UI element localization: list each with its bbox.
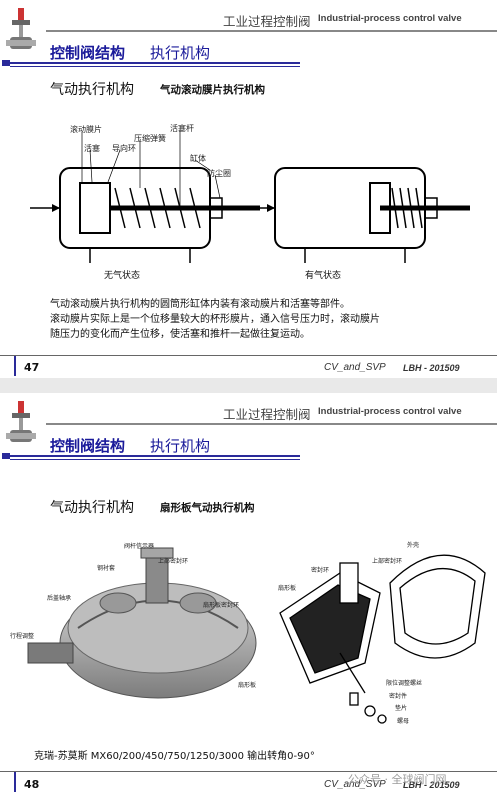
rolling-diaphragm-diagram [30, 130, 470, 263]
section-heading-detail: 扇形板气动执行机构 [160, 502, 255, 514]
title-accent [2, 453, 10, 459]
footer-divider [0, 355, 497, 356]
slide-title-sub: 执行机构 [150, 44, 211, 62]
scotch-yoke-actuator-photo [27, 547, 257, 699]
title-underline [10, 455, 300, 457]
description-line: 滚动膜片实际上是一个位移量较大的杯形膜片，通入信号压力时，滚动膜片 [50, 314, 380, 325]
title-accent [2, 60, 10, 66]
description-line: 随压力的变化而产生位移，使活塞和推杆一起做往复运动。 [50, 329, 310, 340]
label-dust-ring: 防尘圈 [207, 169, 231, 178]
footer-author: LBH - 201509 [403, 363, 460, 373]
label-upper-seal-ring: 上部密封环 [158, 558, 189, 565]
label-plate-seal-ring: 扇形板密封环 [203, 602, 240, 609]
page-number: 47 [24, 361, 40, 374]
slide-48: 工业过程控制阀 Industrial-process control valve… [0, 393, 497, 799]
label-steel-bushing: 钢衬套 [97, 565, 116, 572]
description-line: 气动滚动膜片执行机构的圆筒形缸体内装有滚动膜片和活塞等部件。 [50, 299, 350, 310]
header-title-en: Industrial-process control valve [318, 406, 462, 417]
header-divider [46, 30, 497, 32]
label-guide-ring: 导向环 [112, 144, 136, 153]
footer-course: CV_and_SVP [324, 362, 386, 373]
section-heading: 气动执行机构 [50, 500, 134, 516]
label-rear-bearing: 后盖轴承 [47, 595, 72, 602]
slide-separator [0, 378, 497, 393]
label-stem-indicator: 阀杆信示器 [124, 543, 155, 550]
state-with-air: 有气状态 [305, 271, 342, 281]
label-piston-rod: 活塞杆 [170, 124, 194, 133]
footer-accent [14, 356, 16, 376]
header-title-en: Industrial-process control valve [318, 13, 462, 24]
page-number: 48 [24, 778, 40, 791]
footer-accent [14, 772, 16, 792]
section-heading: 气动执行机构 [50, 82, 134, 98]
slide-title-sub: 执行机构 [150, 437, 211, 455]
valve-logo-icon [6, 401, 36, 442]
label-piston: 活塞 [84, 144, 100, 153]
header-title-cn: 工业过程控制阀 [223, 407, 311, 422]
label-compression-spring: 压缩弹簧 [134, 134, 166, 143]
model-caption: 克瑞-苏莫斯 MX60/200/450/750/1250/3000 输出转角0-… [34, 751, 315, 762]
label-sector-plate: 扇形板 [238, 682, 257, 689]
title-underline-thin [10, 459, 300, 460]
state-no-air: 无气状态 [104, 271, 141, 281]
label-upper-seal: 上部密封环 [372, 558, 403, 565]
label-washer: 垫片 [395, 705, 408, 712]
title-underline [10, 62, 300, 64]
header-title-cn: 工业过程控制阀 [223, 14, 311, 29]
label-seal-part: 密封件 [389, 693, 408, 700]
watermark-text: 公众号 · 全球阀门网 [348, 773, 447, 786]
slide-title: 控制阀结构 [50, 44, 126, 62]
label-housing: 外壳 [407, 542, 420, 549]
label-seal-ring: 密封环 [311, 567, 330, 574]
label-limit-screw: 限位调整螺丝 [386, 680, 423, 687]
label-cylinder: 缸体 [190, 154, 206, 163]
footer-divider [0, 771, 497, 772]
section-heading-detail: 气动滚动膜片执行机构 [160, 84, 265, 96]
label-stroke-adjust: 行程调整 [10, 633, 35, 640]
label-rolling-diaphragm: 滚动膜片 [70, 125, 102, 134]
exploded-view-drawing [279, 554, 486, 724]
footer-course: CV_and_SVP [324, 779, 386, 790]
title-underline-thin [10, 66, 300, 67]
label-nut: 螺母 [397, 718, 410, 725]
description-paragraph: 气动滚动膜片执行机构的圆筒形缸体内装有滚动膜片和活塞等部件。 滚动膜片实际上是一… [50, 297, 490, 342]
valve-logo-icon [6, 8, 36, 49]
slide-47: 工业过程控制阀 Industrial-process control valve… [0, 0, 497, 378]
label-sector: 扇形板 [278, 585, 297, 592]
slide-title: 控制阀结构 [50, 437, 126, 455]
footer-author: LBH - 201509 [403, 780, 460, 790]
header-divider [46, 423, 497, 425]
